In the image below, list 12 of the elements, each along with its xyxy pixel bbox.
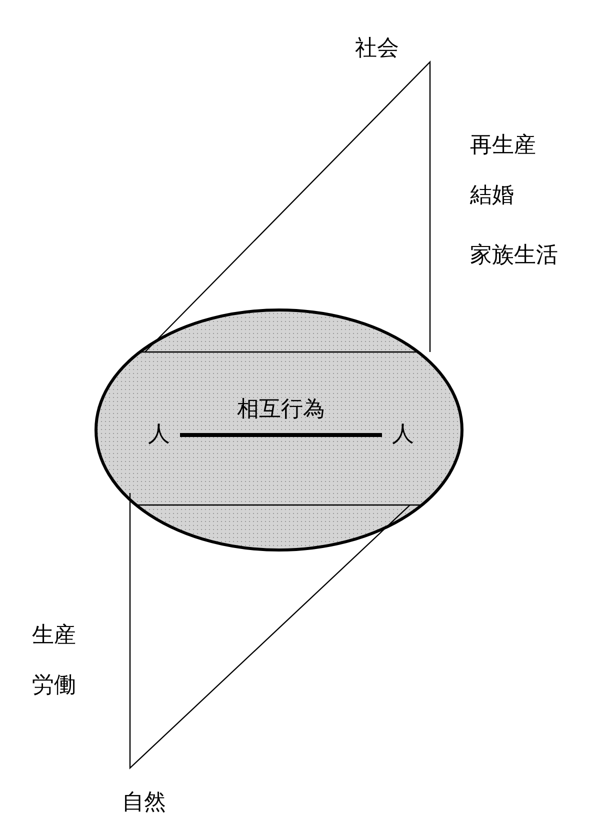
text-label: 家族生活	[470, 243, 558, 269]
connector-line	[180, 433, 382, 437]
text-label: 自然	[122, 790, 166, 816]
text-label: 生産	[32, 623, 76, 649]
ellipse-shape	[94, 308, 464, 552]
text-label: 労働	[32, 673, 76, 699]
edge-label: 相互行為	[237, 397, 325, 423]
text-label: 結婚	[470, 183, 514, 209]
person-label: 人	[392, 422, 414, 448]
text-label: 再生産	[470, 133, 536, 159]
text-label: 社会	[355, 36, 399, 62]
person-label: 人	[148, 422, 170, 448]
